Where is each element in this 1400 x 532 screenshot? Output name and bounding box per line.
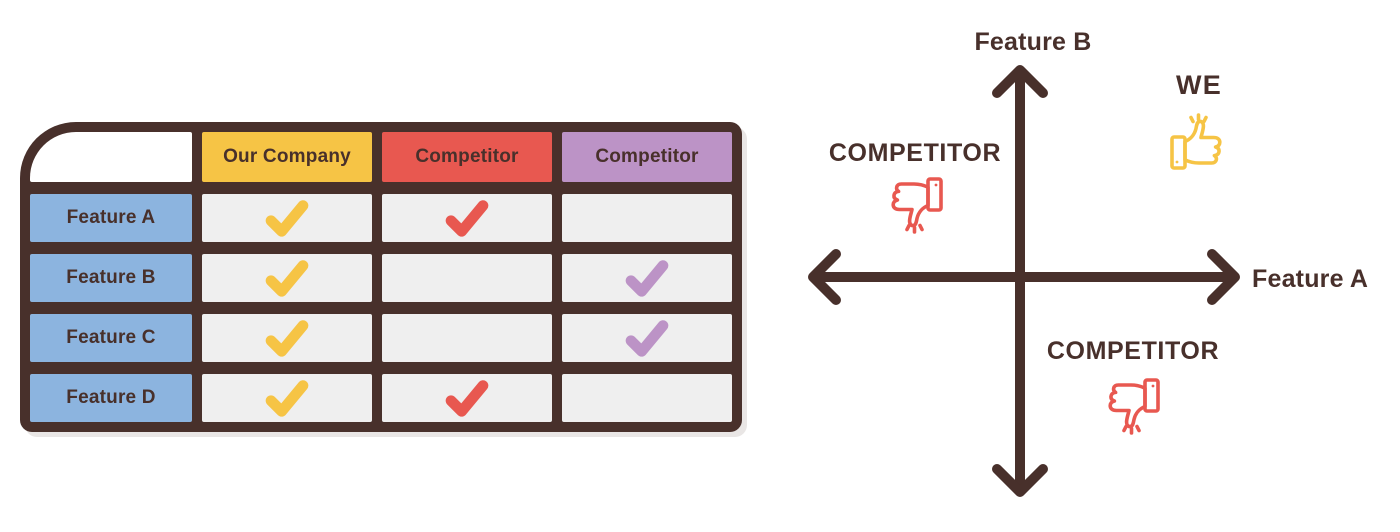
quadrant-label-competitor-bottom-right: COMPETITOR: [1046, 337, 1220, 365]
check-icon: [265, 260, 309, 297]
row-header: Feature D: [30, 374, 192, 422]
column-header-3: Competitor: [562, 132, 732, 182]
check-icon: [445, 380, 489, 417]
check-cell: [562, 194, 732, 242]
x-axis-arrow-right-icon: [1207, 249, 1240, 305]
row-header: Feature C: [30, 314, 192, 362]
y-axis-arrow-down-icon: [992, 464, 1048, 497]
check-icon: [265, 380, 309, 417]
check-cell: [202, 194, 372, 242]
corner-cell: [30, 132, 192, 182]
check-cell: [562, 374, 732, 422]
check-cell: [382, 254, 552, 302]
x-axis-label: Feature A: [1252, 265, 1369, 293]
check-icon: [625, 260, 669, 297]
thumbs-down-icon: [891, 177, 943, 234]
thumbs-down-icon: [1108, 378, 1160, 435]
check-icon: [265, 200, 309, 237]
check-cell: [562, 314, 732, 362]
column-header-1: Our Company: [202, 132, 372, 182]
quadrant-label-we: WE: [1176, 70, 1222, 100]
y-axis-arrow-up-icon: [992, 65, 1048, 98]
y-axis-label: Feature B: [974, 28, 1092, 56]
thumbs-up-icon: [1170, 113, 1222, 170]
check-cell: [202, 254, 372, 302]
check-cell: [382, 374, 552, 422]
row-header: Feature B: [30, 254, 192, 302]
check-cell: [382, 194, 552, 242]
x-axis-arrow-left-icon: [808, 249, 841, 305]
column-header-2: Competitor: [382, 132, 552, 182]
check-cell: [562, 254, 732, 302]
row-header: Feature A: [30, 194, 192, 242]
quadrant-label-competitor-top-left: COMPETITOR: [828, 139, 1002, 167]
check-icon: [265, 320, 309, 357]
check-icon: [445, 200, 489, 237]
check-icon: [625, 320, 669, 357]
check-cell: [382, 314, 552, 362]
check-cell: [202, 374, 372, 422]
check-cell: [202, 314, 372, 362]
